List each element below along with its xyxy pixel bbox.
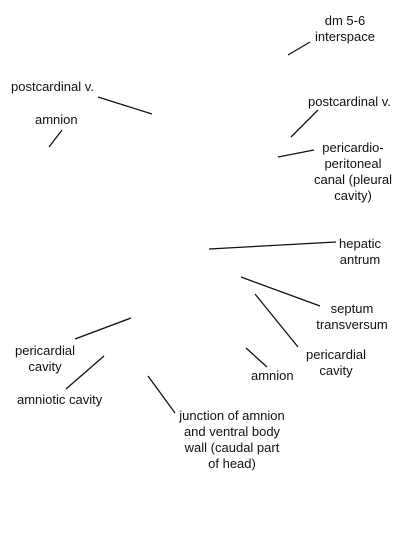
leader-amnion-bottom	[245, 347, 268, 368]
leader-junction-amnion	[147, 375, 176, 414]
leader-postcardinal-left	[97, 96, 153, 115]
leader-pericardial-cavity-left	[74, 317, 132, 340]
leader-dm-interspace	[287, 41, 311, 56]
leader-septum-transversum	[240, 276, 321, 307]
leader-pericardial-cavity-right	[254, 293, 299, 348]
label-pericardial-cavity-right: pericardial cavity	[306, 347, 366, 378]
leader-hepatic-antrum	[208, 241, 337, 250]
label-amnion-bottom: amnion	[251, 368, 294, 383]
label-pericardioperitoneal-canal: pericardio- peritoneal canal (pleural ca…	[313, 140, 393, 203]
leader-postcardinal-right	[290, 109, 319, 138]
label-amniotic-cavity: amniotic cavity	[17, 392, 103, 407]
label-postcardinal-left: postcardinal v.	[11, 79, 94, 94]
label-amnion-left: amnion	[35, 112, 78, 127]
label-dm-interspace: dm 5-6 interspace	[315, 13, 375, 44]
label-postcardinal-right: postcardinal v.	[308, 94, 391, 109]
label-pericardial-cavity-left: pericardial cavity	[15, 343, 75, 374]
leader-pericardioperitoneal-canal	[277, 149, 315, 158]
label-septum-transversum: septum transversum	[316, 301, 388, 332]
label-junction-amnion: junction of amnion and ventral body wall…	[179, 408, 285, 471]
leader-amniotic-cavity	[65, 355, 105, 390]
label-hepatic-antrum: hepatic antrum	[339, 236, 381, 267]
leader-amnion-left	[48, 129, 63, 148]
